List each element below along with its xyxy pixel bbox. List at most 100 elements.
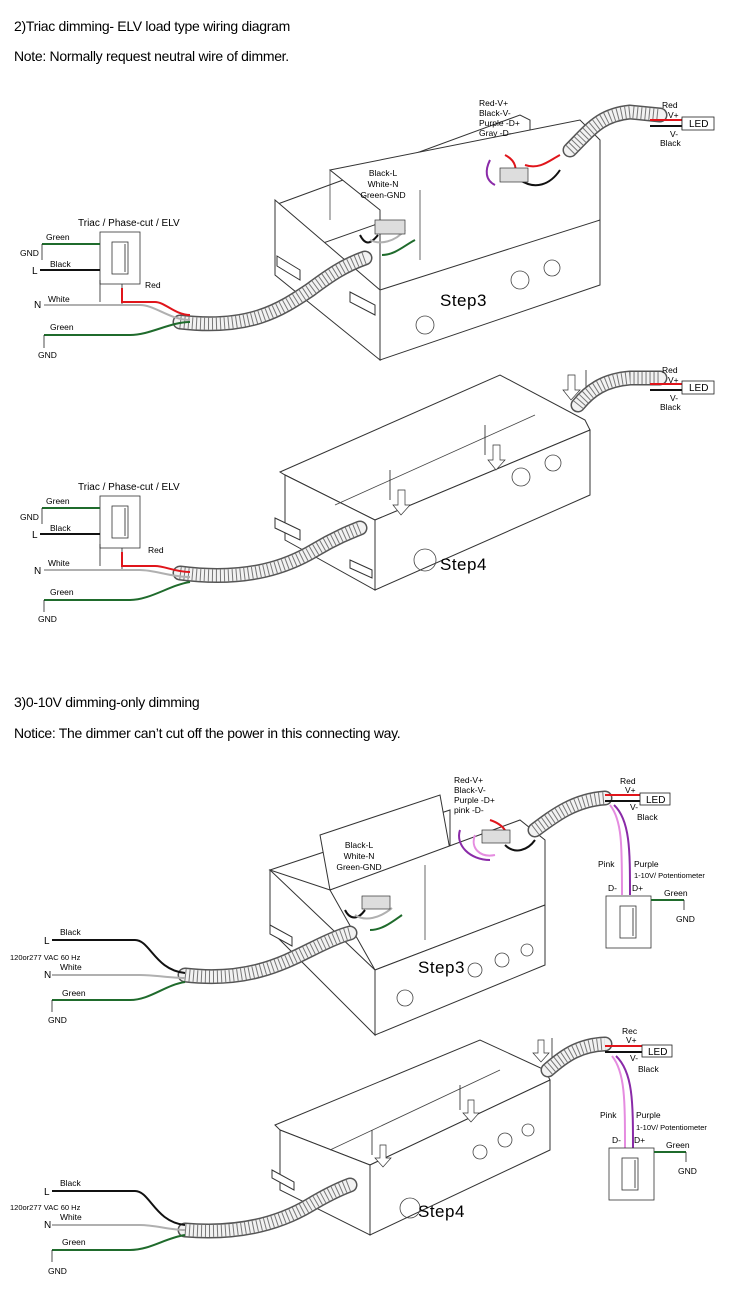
input-label-black-l: Black-L — [369, 168, 398, 178]
white-label: White — [48, 558, 70, 568]
dminus-label: D- — [612, 1135, 621, 1145]
led-vplus-label: V+ — [668, 375, 679, 385]
pot-label: 1-10V/ Potentiometer — [636, 1123, 707, 1132]
step-label: Step4 — [440, 555, 487, 574]
elv-step3-diagram: Black-L White-N Green-GND Red-V+ Black-V… — [20, 98, 715, 362]
green-bottom-label: Green — [50, 587, 74, 597]
green-top-label: Green — [46, 496, 70, 506]
output-label-gray: Gray -D- — [479, 128, 512, 138]
led-label: LED — [648, 1047, 667, 1058]
n-terminal-label: N — [44, 970, 51, 981]
gnd-bottom-label: GND — [38, 614, 57, 624]
n-terminal-label: N — [44, 1220, 51, 1231]
led-red-label: Rec — [622, 1026, 638, 1036]
output-label-red: Red-V+ — [454, 775, 483, 785]
output-label-red: Red-V+ — [479, 98, 508, 108]
driver-box — [274, 114, 601, 362]
section3-title: 3)0-10V dimming-only dimming — [14, 694, 200, 710]
input-label-green-gnd: Green-GND — [336, 862, 381, 872]
input-label-black-l: Black-L — [345, 840, 374, 850]
purple-label: Purple — [634, 859, 659, 869]
screw-arrows — [389, 370, 587, 516]
screw-arrows — [371, 1038, 553, 1168]
step-label: Step4 — [418, 1202, 465, 1221]
led-vminus-label: V- — [630, 802, 638, 812]
section2-title: 2)Triac dimming- ELV load type wiring di… — [14, 18, 290, 34]
n-terminal-label: N — [34, 300, 41, 311]
pot-green-label: Green — [666, 1140, 690, 1150]
led-vplus-label: V+ — [668, 110, 679, 120]
section3-note: Notice: The dimmer can’t cut off the pow… — [14, 725, 401, 741]
led-label: LED — [646, 795, 665, 806]
pot-label: 1-10V/ Potentiometer — [634, 871, 705, 880]
supply-label: 120or277 VAC 60 Hz — [10, 953, 81, 962]
dimmer-title: Triac / Phase-cut / ELV — [78, 218, 180, 229]
dplus-label: D+ — [634, 1135, 645, 1145]
black-label: Black — [50, 523, 72, 533]
l-terminal-label: L — [32, 266, 38, 277]
led-black-label: Black — [660, 138, 682, 148]
pot-gnd-label: GND — [676, 914, 695, 924]
driver-box-closed — [271, 1039, 551, 1236]
green-label: Green — [62, 1237, 86, 1247]
output-label-purple: Purple -D+ — [479, 118, 520, 128]
elv-step4-diagram: Red V+ LED V- Black Triac / Phase-cut / … — [20, 365, 715, 624]
section2-note: Note: Normally request neutral wire of d… — [14, 48, 289, 64]
purple-label: Purple — [636, 1110, 661, 1120]
output-label-black: Black-V- — [479, 108, 511, 118]
l-terminal-label: L — [32, 530, 38, 541]
led-vminus-label: V- — [670, 129, 678, 139]
pot-green-label: Green — [664, 888, 688, 898]
input-label-green-gnd: Green-GND — [360, 190, 405, 200]
l-terminal-label: L — [44, 936, 50, 947]
dimmer-title: Triac / Phase-cut / ELV — [78, 482, 180, 493]
led-red-label: Red — [662, 365, 678, 375]
green-top-label: Green — [46, 232, 70, 242]
led-box — [641, 1044, 673, 1058]
pot-gnd-label: GND — [678, 1166, 697, 1176]
l-terminal-label: L — [44, 1187, 50, 1198]
green-label: Green — [62, 988, 86, 998]
black-label: Black — [60, 1178, 82, 1188]
led-vminus-label: V- — [630, 1053, 638, 1063]
gnd-label: GND — [48, 1266, 67, 1276]
dminus-label: D- — [608, 883, 617, 893]
led-label: LED — [689, 383, 708, 394]
v010-step4-diagram: Rec V+ LED V- Black Pink Purple 1-10V/ P… — [10, 1026, 707, 1276]
led-black-label: Black — [638, 1064, 660, 1074]
dplus-label: D+ — [632, 883, 643, 893]
gnd-top-label: GND — [20, 512, 39, 522]
white-label: White — [48, 294, 70, 304]
led-vminus-label: V- — [670, 393, 678, 403]
output-label-purple: Purple -D+ — [454, 795, 495, 805]
led-red-label: Red — [662, 100, 678, 110]
led-box — [681, 116, 715, 131]
input-label-white-n: White-N — [344, 851, 375, 861]
gnd-bottom-label: GND — [38, 350, 57, 360]
n-terminal-label: N — [34, 566, 41, 577]
led-black-label: Black — [637, 812, 659, 822]
pink-label: Pink — [598, 859, 615, 869]
gnd-top-label: GND — [20, 248, 39, 258]
gnd-label: GND — [48, 1015, 67, 1025]
led-red-label: Red — [620, 776, 636, 786]
white-label: White — [60, 1212, 82, 1222]
black-label: Black — [50, 259, 72, 269]
black-label: Black — [60, 927, 82, 937]
red-label: Red — [148, 545, 164, 555]
led-box — [639, 792, 671, 806]
driver-box-closed — [274, 374, 591, 591]
led-label: LED — [689, 119, 708, 130]
supply-label: 120or277 VAC 60 Hz — [10, 1203, 81, 1212]
green-bottom-label: Green — [50, 322, 74, 332]
pink-label: Pink — [600, 1110, 617, 1120]
input-label-white-n: White-N — [368, 179, 399, 189]
output-label-pink: pink -D- — [454, 805, 484, 815]
white-label: White — [60, 962, 82, 972]
led-vplus-label: V+ — [625, 785, 636, 795]
led-box — [681, 380, 715, 395]
led-black-label: Black — [660, 402, 682, 412]
driver-box — [268, 794, 546, 1037]
v010-step3-diagram: Black-L White-N Green-GND Red-V+ Black-V… — [10, 775, 705, 1037]
led-vplus-label: V+ — [626, 1035, 637, 1045]
